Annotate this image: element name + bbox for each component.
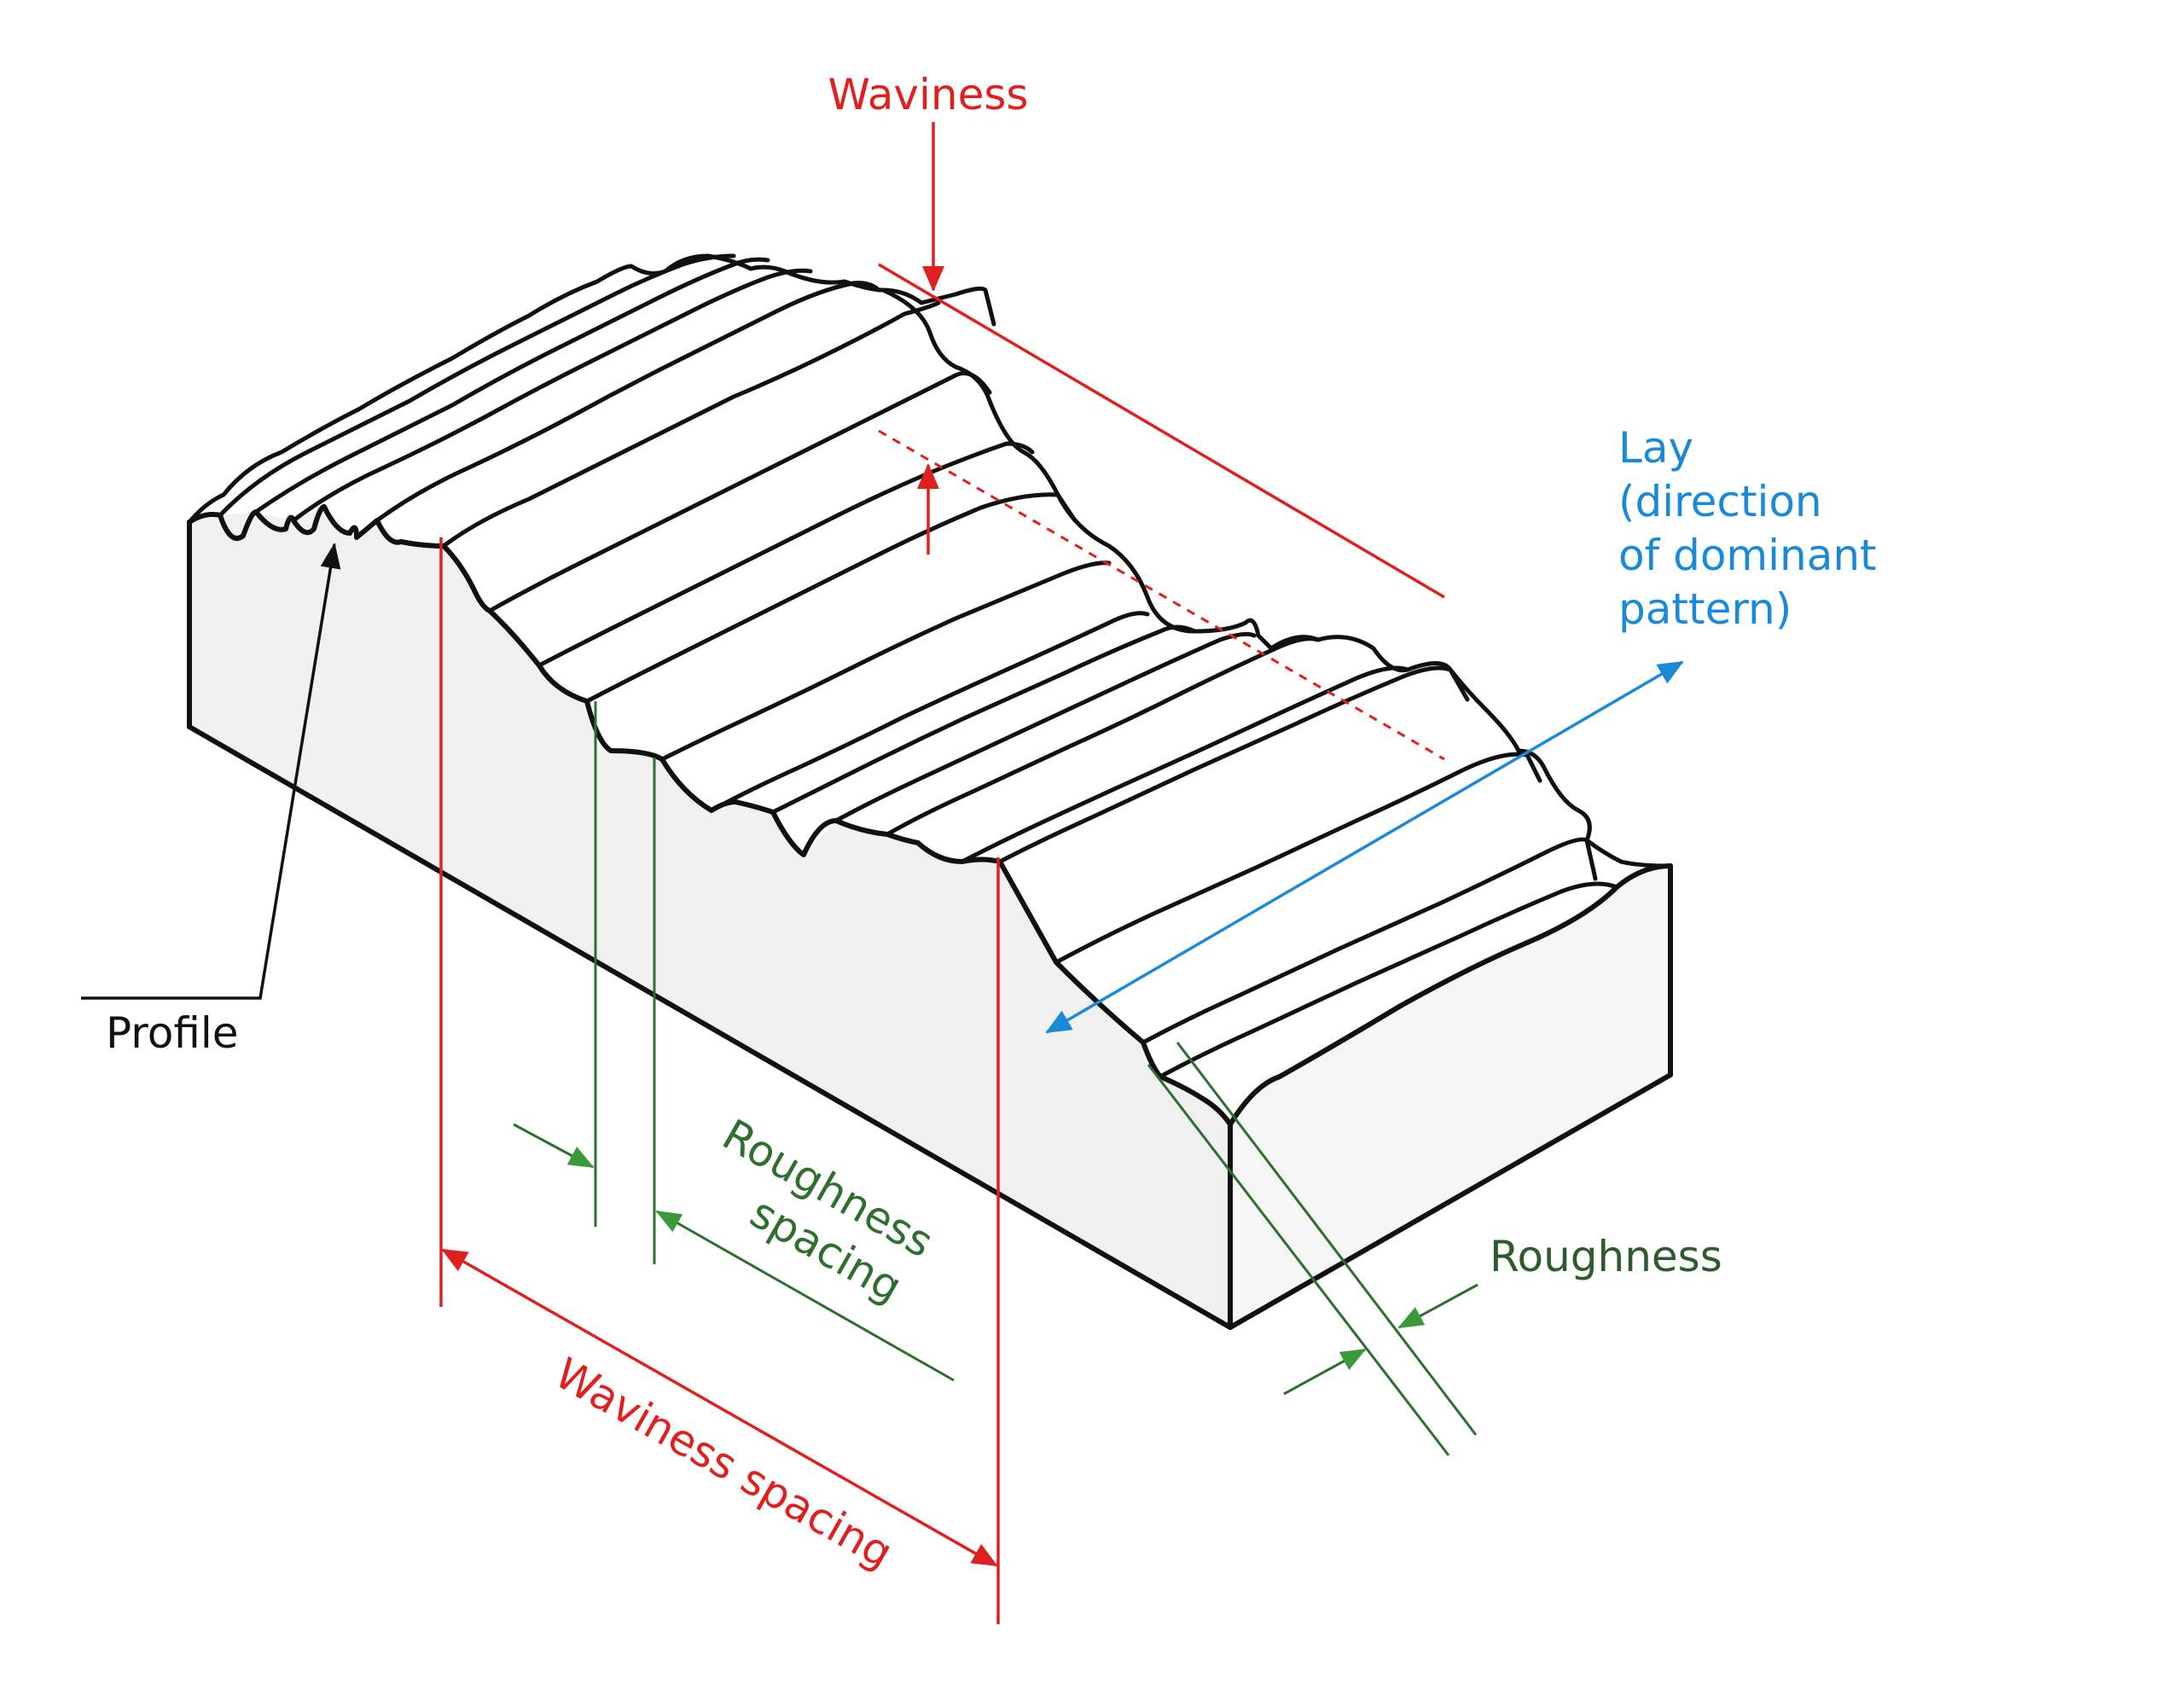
waviness-trough-line bbox=[878, 429, 1445, 761]
surface-block bbox=[189, 256, 1670, 1327]
profile-leader-arrow bbox=[81, 543, 341, 1000]
roughness-annotation: Roughness bbox=[1147, 1042, 1722, 1456]
lay-label-line2: (direction bbox=[1618, 477, 1822, 526]
roughness-extension-lower bbox=[1147, 1064, 1450, 1456]
profile-label: Profile bbox=[106, 1008, 238, 1058]
block-front-face bbox=[189, 507, 1230, 1327]
lay-label-line1: Lay bbox=[1618, 423, 1693, 473]
roughness-spacing-left-arrow bbox=[513, 1123, 595, 1169]
lay-direction-arrow bbox=[1045, 660, 1684, 1034]
lay-annotation: Lay (direction of dominant pattern) bbox=[1045, 423, 1877, 1034]
waviness-spacing-arrow bbox=[441, 1248, 998, 1567]
waviness-crest-line bbox=[878, 263, 1445, 599]
waviness-annotation: Waviness bbox=[828, 70, 1445, 761]
waviness-spacing-label: Waviness spacing bbox=[547, 1349, 901, 1578]
roughness-extension-upper bbox=[1176, 1042, 1478, 1436]
roughness-lower-arrow bbox=[1283, 1348, 1367, 1396]
roughness-label: Roughness bbox=[1490, 1232, 1722, 1281]
roughness-spacing-right-arrow bbox=[655, 1210, 955, 1382]
waviness-label: Waviness bbox=[828, 70, 1029, 119]
lay-label-line3: of dominant bbox=[1618, 531, 1877, 580]
roughness-upper-arrow bbox=[1397, 1283, 1478, 1329]
lay-label-line4: pattern) bbox=[1618, 584, 1792, 634]
profile-annotation: Profile bbox=[81, 543, 341, 1058]
